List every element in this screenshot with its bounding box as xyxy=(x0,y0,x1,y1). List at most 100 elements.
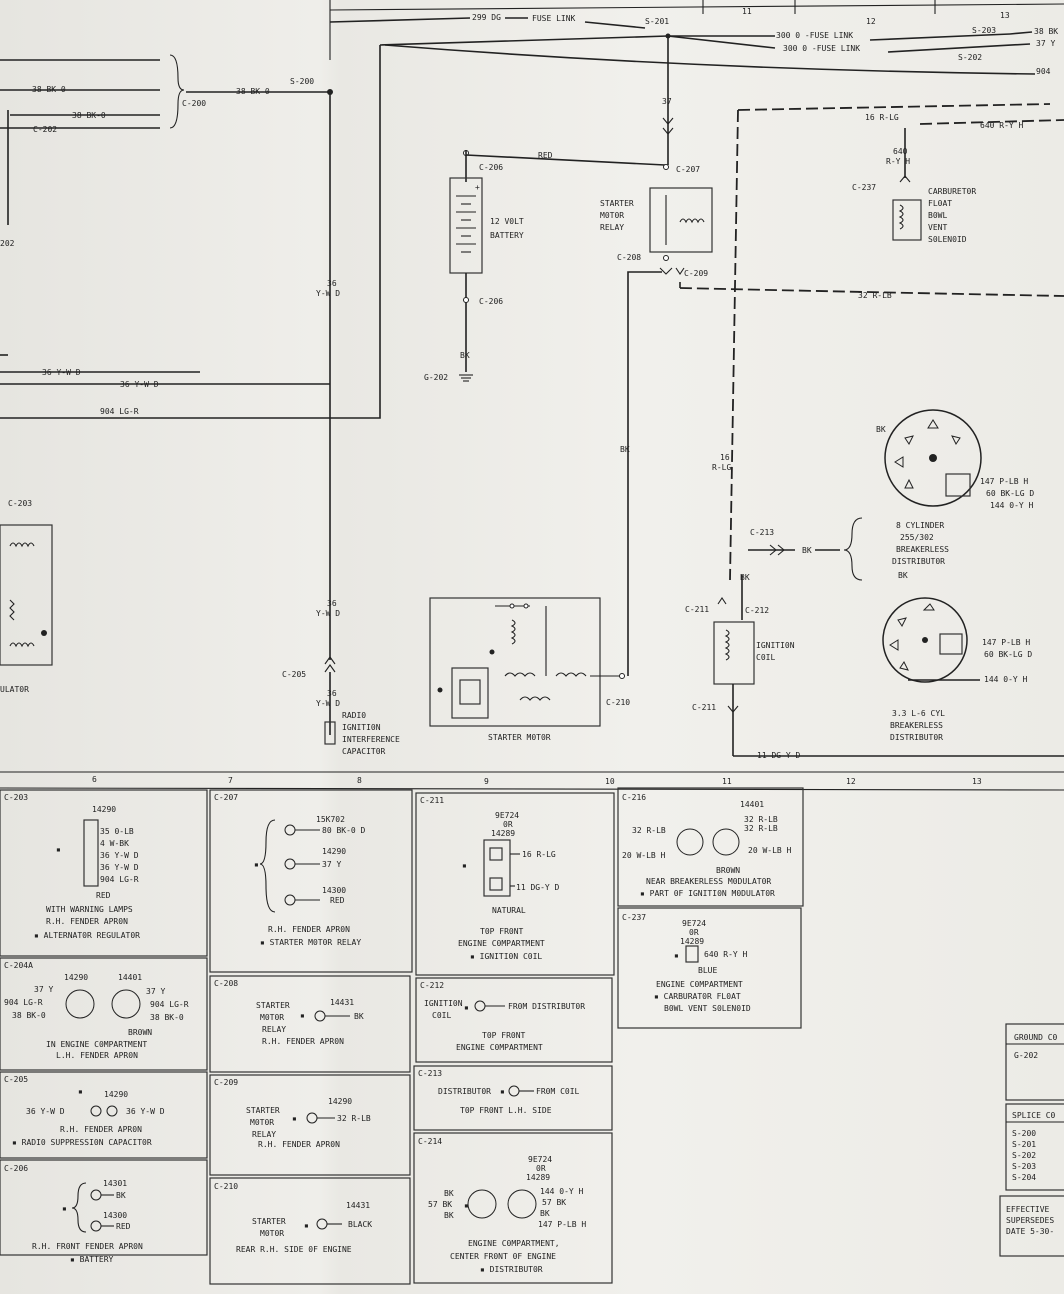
s201-label: S-201 xyxy=(645,17,669,26)
wire-32rlb-label: 32 R-LB xyxy=(858,291,892,300)
wire-36ywd-1-label: 36 Y-W D xyxy=(42,368,81,377)
c214-w4: 147 P-LB H xyxy=(538,1220,586,1229)
c209-desc: R.H. FENDER APR0N xyxy=(258,1140,340,1149)
c237-w1: 640 R-Y H xyxy=(704,950,748,959)
c207-p2: 14290 xyxy=(322,847,346,856)
bottom-scale-12: 12 xyxy=(846,777,856,786)
c214-p2: 14289 xyxy=(526,1173,550,1182)
splice-row4: S-203 xyxy=(1012,1162,1036,1171)
w144a-label: 144 0-Y H xyxy=(990,501,1034,510)
splice-row3: S-202 xyxy=(1012,1151,1036,1160)
c208-title: C-208 xyxy=(214,979,238,988)
bottom-scale-8: 8 xyxy=(357,776,362,785)
wire-36-v1b-label: Y-W D xyxy=(316,289,340,298)
view-c209: C-209 14290 STARTER M0T0R RELAY ▪ 32 R-L… xyxy=(209,1074,411,1176)
splice-row2: S-201 xyxy=(1012,1140,1036,1149)
top-scale-12: 12 xyxy=(866,17,876,26)
c210-title: C-210 xyxy=(214,1182,238,1191)
c214-bk2: 57 BK xyxy=(428,1200,452,1209)
c203-pin5: 904 LG-R xyxy=(100,875,139,884)
w144b-label: 144 0-Y H xyxy=(984,675,1028,684)
top-scale-13: 13 xyxy=(1000,11,1010,20)
c209-label: C-209 xyxy=(684,269,708,278)
bottom-scale-11: 11 xyxy=(722,777,732,786)
view-c237: C-237 9E724 0R 14289 ▪ 640 R-Y H BLUE EN… xyxy=(617,907,802,1029)
view-c208: C-208 14431 STARTER M0T0R RELAY ▪ BK R.H… xyxy=(209,975,411,1073)
wire-300a-label: 300 0 -FUSE LINK xyxy=(776,31,853,40)
c216-w2: 32 R-LB xyxy=(744,815,778,824)
c212-l1: IGNITI0N xyxy=(424,999,463,1008)
ground-row1: G-202 xyxy=(1014,1051,1038,1060)
c216-w5: 20 W-LB H xyxy=(748,846,792,855)
coil-label-1: IGNITI0N xyxy=(756,641,795,650)
carb-solenoid: 16 R-LG 640 R-Y H 640 R-Y H C-237 CARBUR… xyxy=(712,103,1064,581)
view-c204a: C-204A 14290 14401 37 Y 904 LG-R 38 BK-0… xyxy=(0,957,208,1071)
fuse-link-wires: 299 DG FUSE LINK S-201 300 0 -FUSE LINK … xyxy=(0,13,1058,419)
c203-pin4: 36 Y-W D xyxy=(100,863,139,872)
w60a-label: 60 BK-LG D xyxy=(986,489,1034,498)
view-c211: C-211 9E724 0R 14289 16 R-LG 11 DG-Y D ▪… xyxy=(415,792,615,976)
c211a-label: C-211 xyxy=(685,605,709,614)
relay-label-2: M0T0R xyxy=(600,211,624,220)
c207-desc2: ▪ STARTER M0T0R RELAY xyxy=(260,938,361,947)
c211-desc3: ▪ IGNITI0N C0IL xyxy=(470,952,542,961)
radio-cap-l3: INTERFERENCE xyxy=(342,735,400,744)
c202-label: C-202 xyxy=(33,125,57,134)
c211-w2: 11 DG-Y D xyxy=(516,883,560,892)
c207-title: C-207 xyxy=(214,793,238,802)
c204a-w1: 37 Y xyxy=(34,985,53,994)
relay-label-1: STARTER xyxy=(600,199,634,208)
dist8-l4: DISTRIBUT0R xyxy=(892,557,945,566)
wire-37y-right-label: 37 Y xyxy=(1036,39,1055,48)
carb-l3: B0WL xyxy=(928,211,947,220)
c206-desc1: R.H. FR0NT FENDER APR0N xyxy=(32,1242,143,1251)
view-c203: C-203 14290 35 0-LB 4 W-BK 36 Y-W D 36 Y… xyxy=(0,789,208,957)
c207-p3: 14300 xyxy=(322,886,346,895)
c203-desc1: WITH WARNING LAMPS xyxy=(46,905,133,914)
c205-w1: 36 Y-W D xyxy=(26,1107,65,1116)
dist-bk2-label: BK xyxy=(898,571,908,580)
view-c206: C-206 14301 BK ▪ 14300 RED R.H. FR0NT FE… xyxy=(0,1159,208,1264)
c203-pin2: 4 W-BK xyxy=(100,839,129,848)
w147a-label: 147 P-LB H xyxy=(980,477,1028,486)
c216-w3: 32 R-LB xyxy=(744,824,778,833)
top-scale-11: 11 xyxy=(742,7,752,16)
c213-l1: DISTRIBUT0R xyxy=(438,1087,491,1096)
c237-p2: 14289 xyxy=(680,937,704,946)
wire-36-v3b-label: Y-W D xyxy=(316,699,340,708)
svg-text:▪: ▪ xyxy=(500,1087,505,1096)
wire-299-label: 299 DG xyxy=(472,13,501,22)
wire-904-right-label: 904 xyxy=(1036,67,1051,76)
wire-38bk-c-label: 38 BK-0 xyxy=(236,87,270,96)
wire-640ryh-top-label: 640 R-Y H xyxy=(980,121,1024,130)
batt-bk-label: BK xyxy=(460,351,470,360)
c206b-label: C-206 xyxy=(479,297,503,306)
wire-36ywd-2-label: 36 Y-W D xyxy=(120,380,159,389)
c209-l1: STARTER xyxy=(246,1106,280,1115)
wire-640-v2-label: R-Y H xyxy=(886,157,910,166)
view-c216: C-216 14401 32 R-LB 32 R-LB 32 R-LB 20 W… xyxy=(617,787,804,907)
c205-desc1: R.H. FENDER APR0N xyxy=(60,1125,142,1134)
wire-11dgyd-label: 11 DG-Y D xyxy=(757,751,801,760)
c214-w2: 57 BK xyxy=(542,1198,566,1207)
c200-label: C-200 xyxy=(182,99,206,108)
c212-desc2: ENGINE C0MPARTMENT xyxy=(456,1043,543,1052)
c214-p1: 9E724 xyxy=(528,1155,552,1164)
c208-w1: BK xyxy=(354,1012,364,1021)
c210-label: C-210 xyxy=(606,698,630,707)
bottom-scale: 6 7 8 9 10 11 12 13 xyxy=(0,771,1064,791)
c208-l2: M0T0R xyxy=(260,1013,284,1022)
c216-part: 14401 xyxy=(740,800,764,809)
view-c205: C-205 ▪ 14290 36 Y-W D 36 Y-W D R.H. FEN… xyxy=(0,1071,208,1159)
c237-blue: BLUE xyxy=(698,966,717,975)
battery-label-1: 12 V0LT xyxy=(490,217,524,226)
c206-w1: BK xyxy=(116,1191,126,1200)
relay-label-3: RELAY xyxy=(600,223,624,232)
c210-w1: BLACK xyxy=(348,1220,372,1229)
c211b-label: C-211 xyxy=(692,703,716,712)
c207-w2: 37 Y xyxy=(322,860,341,869)
left-harness: 36 Y-W D 36 Y-W D 904 LG-R 36 Y-W D C-20… xyxy=(0,354,400,756)
battery: C-206 RED + 12 V0LT BATTERY C-206 BK G-2… xyxy=(424,150,666,382)
wire-640-v-label: 640 xyxy=(893,147,908,156)
effective-l3: DATE 5-30- xyxy=(1006,1227,1054,1236)
